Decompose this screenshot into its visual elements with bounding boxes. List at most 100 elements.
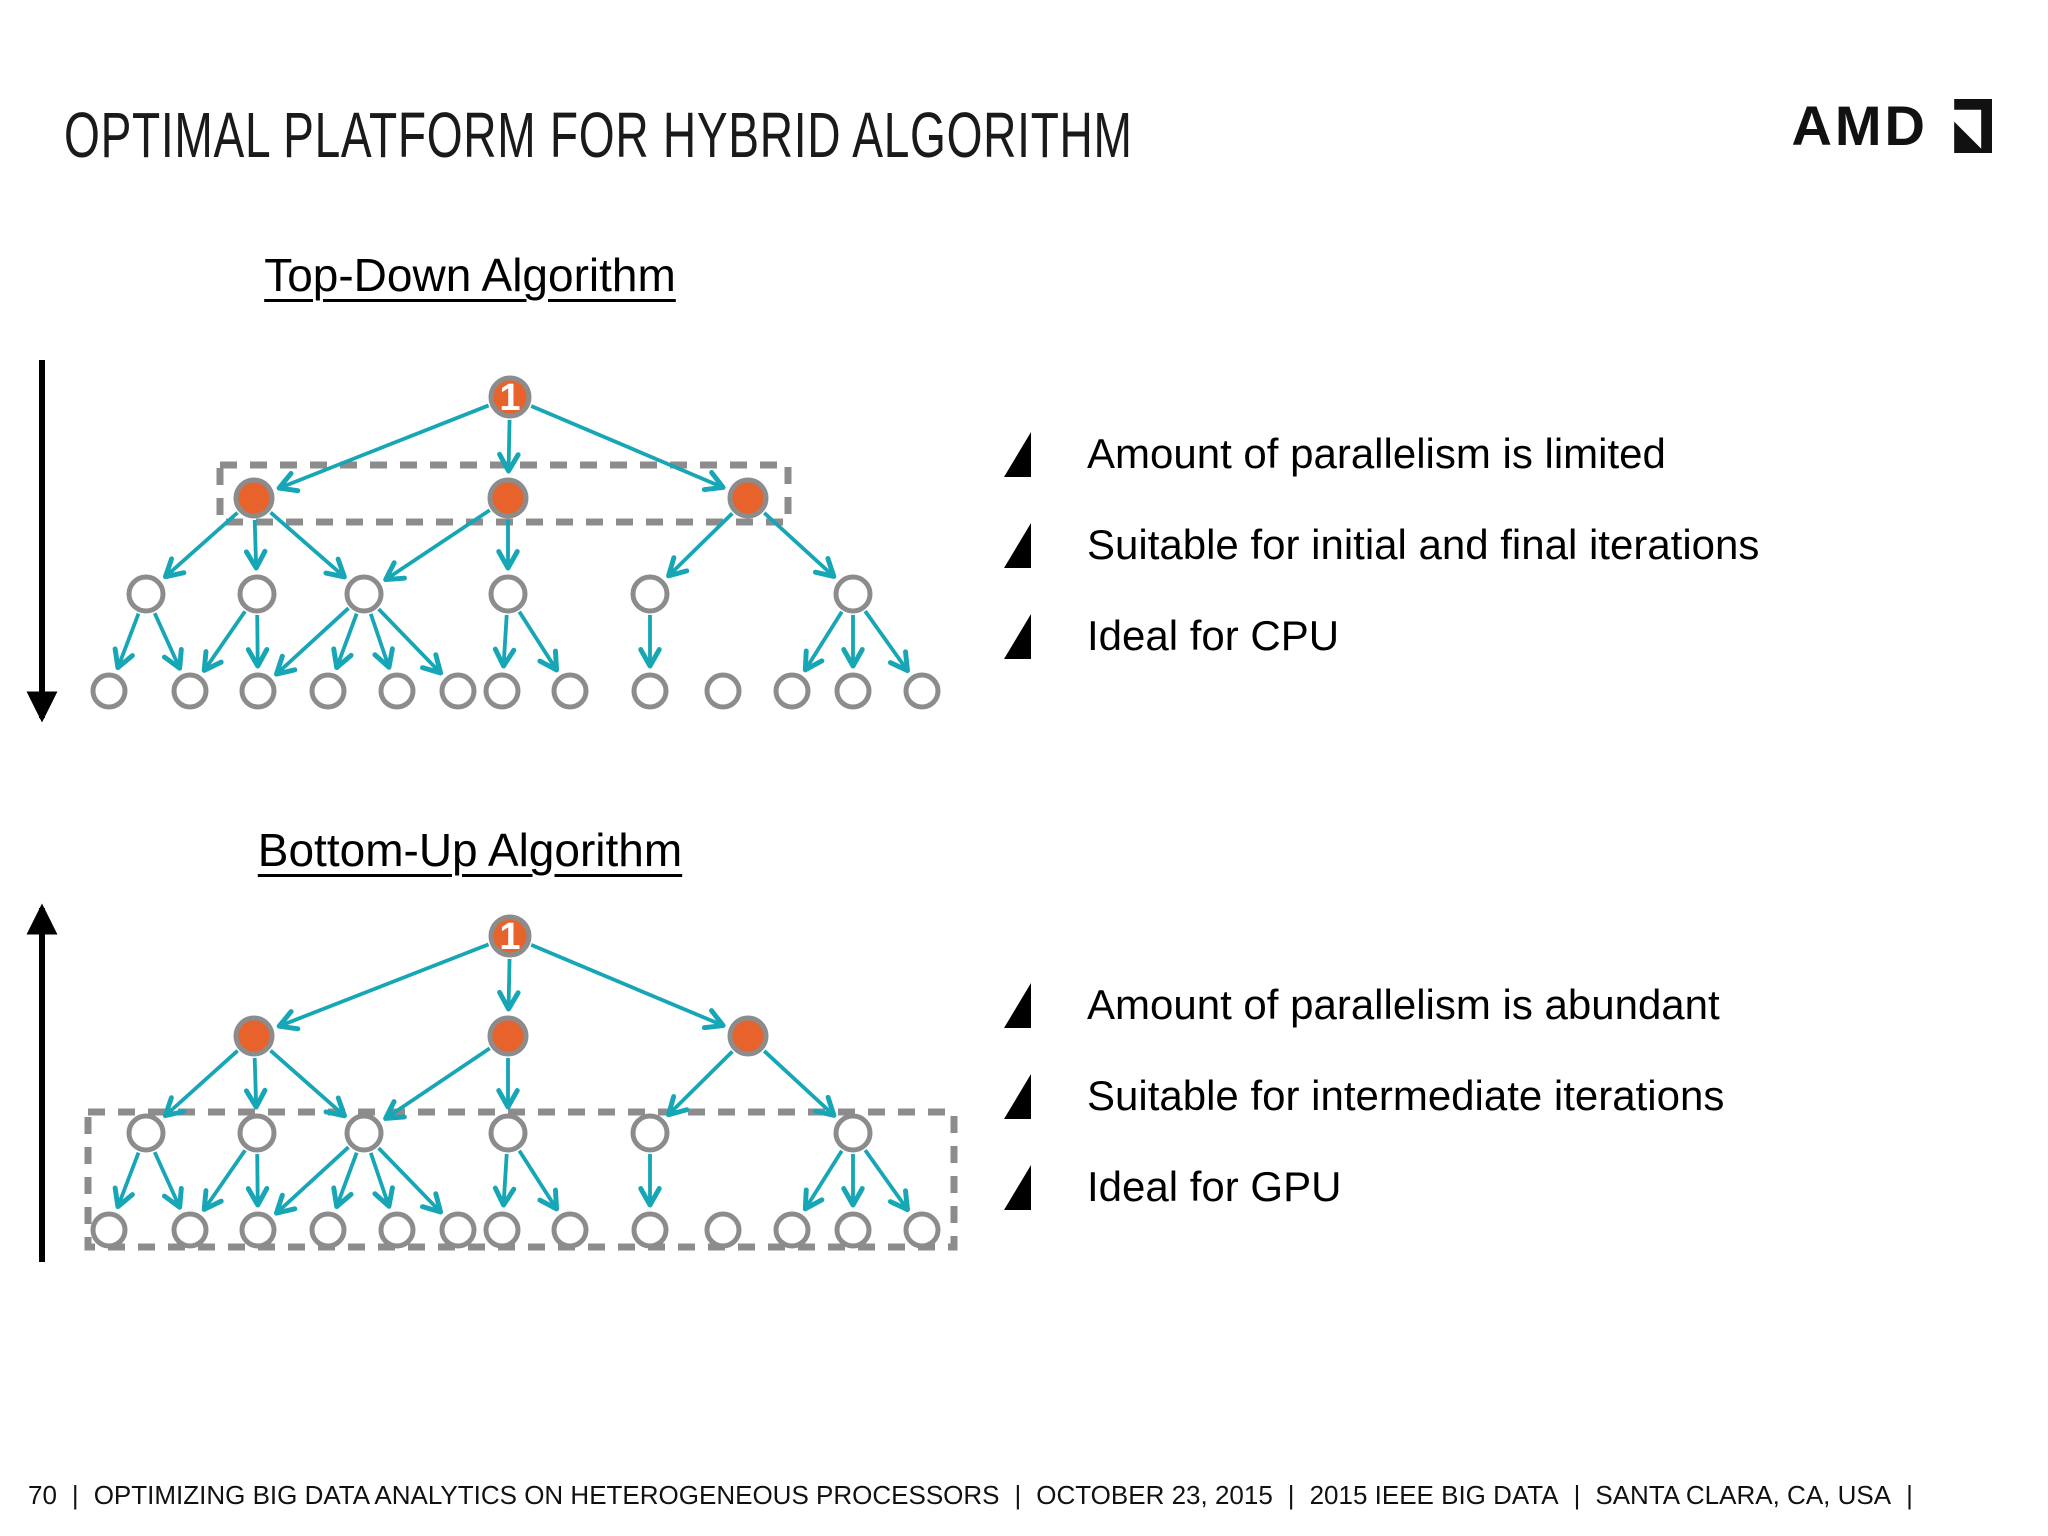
tree-node xyxy=(773,672,811,710)
tree-node xyxy=(483,672,521,710)
triangle-bullet-icon xyxy=(1004,1165,1031,1210)
tree-edge xyxy=(243,1057,268,1110)
tree-node xyxy=(630,574,670,614)
footer-separator: | xyxy=(1573,1480,1581,1510)
tree-node xyxy=(551,672,589,710)
root-node-label: 1 xyxy=(499,916,520,958)
tree-node xyxy=(344,1113,384,1153)
tree-node-active xyxy=(233,477,275,519)
tree-node xyxy=(309,672,347,710)
tree-node xyxy=(378,672,416,710)
tree-node xyxy=(903,672,941,710)
footer-separator: | xyxy=(1906,1480,1913,1510)
triangle-bullet-icon xyxy=(1004,432,1031,477)
bullet-item: Suitable for initial and final iteration… xyxy=(1004,520,1759,570)
tree-edge xyxy=(245,1153,270,1208)
slide-title: OPTIMAL PLATFORM FOR HYBRID ALGORITHM xyxy=(64,99,1133,171)
tree-node xyxy=(631,1211,669,1249)
tree-edge xyxy=(331,1152,359,1210)
bullet-item: Ideal for CPU xyxy=(1004,611,1759,661)
tree-node xyxy=(309,1211,347,1249)
tree-edge xyxy=(269,1049,347,1119)
tree-edge xyxy=(802,1149,844,1212)
bullet-text: Suitable for intermediate iterations xyxy=(1087,1072,1725,1119)
tree-node xyxy=(171,1211,209,1249)
tree-node xyxy=(834,672,872,710)
footer-separator: | xyxy=(71,1480,79,1510)
highlighted-level-dashed-box xyxy=(84,1108,958,1251)
tree-node xyxy=(773,1211,811,1249)
bottom-up-heading-text: Bottom-Up Algorithm xyxy=(257,824,683,876)
footer-conference: 2015 IEEE BIG DATA xyxy=(1309,1480,1559,1510)
tree-node xyxy=(90,672,128,710)
tree-edge xyxy=(492,614,517,669)
tree-node-active xyxy=(727,477,769,519)
tree-edge xyxy=(492,1153,517,1208)
tree-edge xyxy=(377,1146,444,1215)
footer: 70 | OPTIMIZING BIG DATA ANALYTICS ON HE… xyxy=(28,1480,1913,1511)
amd-arrow-logo-icon xyxy=(1954,99,1992,153)
tree-edge xyxy=(112,612,141,671)
tree-node xyxy=(90,1211,128,1249)
bullet-item: Ideal for GPU xyxy=(1004,1162,1724,1212)
footer-separator: | xyxy=(1014,1480,1022,1510)
tree-edge xyxy=(276,942,490,1032)
tree-edge xyxy=(201,1149,247,1212)
top-down-bullets: Amount of parallelism is limited Suitabl… xyxy=(1004,429,1759,702)
tree-edge xyxy=(762,1049,837,1118)
bottom-up-heading: Bottom-Up Algorithm xyxy=(150,823,790,877)
tree-edge xyxy=(152,1151,184,1210)
tree-node xyxy=(126,574,166,614)
tree-node-active xyxy=(487,477,529,519)
bullet-item: Amount of parallelism is limited xyxy=(1004,429,1759,479)
bullet-text: Ideal for CPU xyxy=(1087,612,1340,659)
top-down-heading-text: Top-Down Algorithm xyxy=(264,249,676,301)
tree-edge xyxy=(383,1046,491,1121)
tree-edge xyxy=(383,508,491,583)
bullet-item: Amount of parallelism is abundant xyxy=(1004,980,1724,1030)
tree-node xyxy=(833,574,873,614)
tree-edge xyxy=(517,1149,560,1212)
footer-separator: | xyxy=(1287,1480,1295,1510)
tree-edge xyxy=(497,958,521,1012)
tree-node xyxy=(171,672,209,710)
triangle-bullet-icon xyxy=(1004,614,1031,659)
tree-node xyxy=(903,1211,941,1249)
tree-node xyxy=(237,1113,277,1153)
footer-location: SANTA CLARA, CA, USA xyxy=(1595,1480,1892,1510)
tree-node xyxy=(834,1211,872,1249)
tree-node xyxy=(344,574,384,614)
tree-node xyxy=(704,672,742,710)
triangle-bullet-icon xyxy=(1004,523,1031,568)
bullet-text: Amount of parallelism is abundant xyxy=(1087,981,1720,1028)
tree-node xyxy=(239,1211,277,1249)
tree-edge xyxy=(368,1152,395,1209)
tree-node-active xyxy=(233,1015,275,1057)
tree-node xyxy=(551,1211,589,1249)
tree-node xyxy=(439,672,477,710)
tree-node xyxy=(378,1211,416,1249)
tree-node xyxy=(630,1113,670,1153)
tree-node xyxy=(833,1113,873,1153)
triangle-bullet-icon xyxy=(1004,983,1031,1028)
tree-edge xyxy=(112,1151,141,1210)
bullet-item: Suitable for intermediate iterations xyxy=(1004,1071,1724,1121)
tree-edge xyxy=(517,610,560,673)
tree-edge xyxy=(243,519,268,571)
bottom-up-tree-diagram: 1 xyxy=(26,903,958,1262)
tree-edge xyxy=(863,610,910,674)
root-node-label: 1 xyxy=(499,377,520,419)
bottom-up-bullets: Amount of parallelism is abundant Suitab… xyxy=(1004,980,1724,1253)
tree-node-active xyxy=(488,914,532,958)
tree-edge xyxy=(245,614,270,669)
top-down-tree-diagram: 1 xyxy=(26,360,941,723)
tree-edge xyxy=(276,403,490,494)
tree-node xyxy=(631,672,669,710)
tree-edge xyxy=(273,1145,350,1216)
tree-edge xyxy=(269,511,347,580)
triangle-bullet-icon xyxy=(1004,1074,1031,1119)
tree-edge xyxy=(802,610,844,673)
amd-logo: AMD xyxy=(1791,98,1992,154)
tree-edge xyxy=(152,612,184,671)
